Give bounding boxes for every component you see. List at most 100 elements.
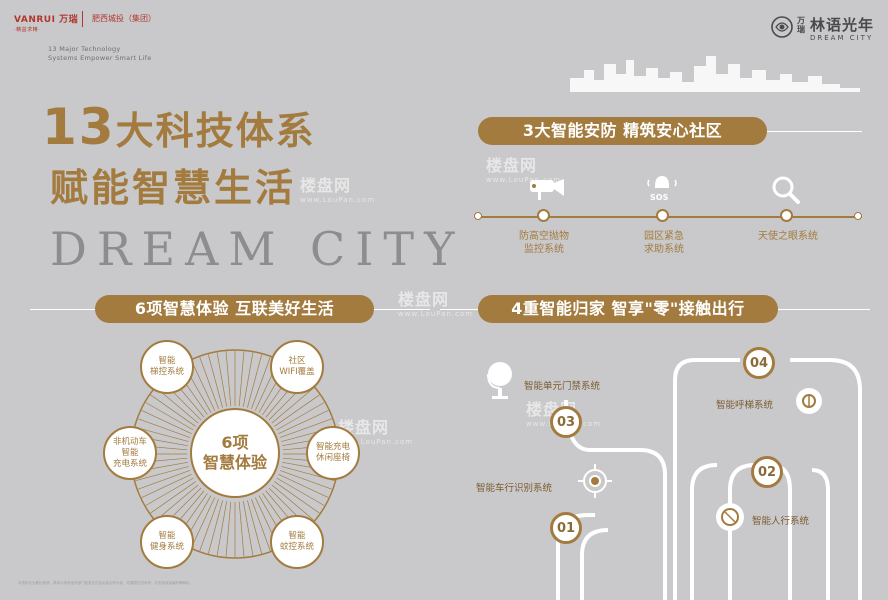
node-line: 蚊控系统 (279, 542, 314, 552)
timeline-endpoint (474, 212, 482, 220)
security-item-label: 园区紧急 求助系统 (626, 230, 702, 256)
sunburst-ray (251, 498, 271, 551)
hero-title-number: 13 (42, 98, 116, 156)
sunburst-ray (271, 387, 315, 424)
node-line: 健身系统 (149, 542, 184, 552)
sunburst-ray (276, 477, 325, 506)
node-line: 非机动车 (112, 436, 147, 447)
experience-heading: 6项智慧体验 互联美好生活 (95, 295, 374, 323)
sunburst-ray (145, 477, 194, 506)
partner-logo: 肥西城投（集团） (92, 14, 156, 23)
sunburst-ray (247, 354, 262, 408)
sunburst-ray (150, 481, 196, 514)
sunburst-ray (208, 500, 223, 554)
node-line: 社区 (288, 356, 306, 366)
sunburst-ray (216, 501, 228, 556)
node-line: 梯控系统 (149, 367, 184, 377)
sunburst-ray (238, 351, 245, 407)
face-scan-icon (716, 503, 744, 531)
sunburst-ray (247, 500, 262, 554)
city-skyline-icon (570, 56, 860, 92)
tagline-line-1: 13 Major Technology (48, 45, 121, 53)
sunburst-ray (155, 484, 199, 521)
project-name: 林语光年 (810, 16, 875, 34)
sunburst-ray (238, 501, 245, 557)
node-line: 充电系统 (112, 458, 147, 469)
experience-center: 6项智慧体验 (190, 408, 280, 498)
sunburst-ray (141, 473, 192, 498)
node-line: 智能充电 (315, 442, 350, 452)
sunburst-ray (216, 352, 228, 407)
sunburst-ray (225, 501, 232, 557)
watermark-sub: www.LouPan.com (300, 196, 376, 204)
footer-disclaimer: 本资料仅为要约邀请，具体以政府相关部门批准文件及买卖合同为准，效果图仅供参考，开… (18, 581, 193, 585)
sunburst-rays (132, 351, 338, 557)
sunburst-ray (191, 360, 216, 411)
sunburst-ray (271, 484, 315, 521)
experience-node: 智能梯控系统 (140, 340, 194, 394)
logo-divider (82, 11, 83, 27)
center-line: 智慧体验 (202, 453, 267, 472)
tagline-line-2: Systems Empower Smart Life (48, 54, 152, 62)
step-node-01: 01 (550, 512, 582, 544)
watermark-text: 楼盘网 (398, 290, 450, 309)
step-label: 智能车行识别系统 (476, 483, 553, 494)
step-label: 智能单元门禁系统 (524, 381, 601, 392)
sunburst-ray (199, 498, 219, 551)
timeline-dot (656, 209, 669, 222)
watermark-sub: www.LouPan.com (486, 176, 562, 184)
step-node-04: 04 (743, 347, 775, 379)
experience-node: 非机动车智能充电系统 (103, 426, 157, 480)
sunburst-ray (278, 410, 329, 435)
node-line: 智能 (158, 531, 176, 541)
hero-subtitle: 赋能智慧生活 (50, 166, 297, 210)
security-timeline (478, 216, 862, 218)
watermark-text: 楼盘网 (300, 176, 352, 195)
sunburst-ray (278, 473, 329, 498)
node-line: 智能 (121, 447, 139, 458)
watermark-sub: www.LouPan.com (338, 438, 414, 446)
sunburst-ray (135, 466, 189, 481)
sunburst-ray (150, 394, 196, 427)
step-node-03: 03 (550, 406, 582, 438)
security-item-label-line: 求助系统 (644, 244, 684, 255)
step-node-02: 02 (751, 456, 783, 488)
timeline-dot (780, 209, 793, 222)
sunburst-ray (141, 410, 192, 435)
sunburst-ray (145, 402, 194, 431)
sunburst-ray (208, 354, 223, 408)
security-item-label-line: 天使之眼系统 (758, 231, 818, 242)
sos-alarm-icon (647, 176, 677, 188)
developer-logo-sub: ·精益求精· (14, 27, 41, 33)
timeline-endpoint (854, 212, 862, 220)
sunburst-ray (191, 497, 216, 548)
sunburst-ray (138, 470, 191, 490)
elevator-call-icon (796, 388, 822, 414)
sunburst-ray (251, 357, 271, 410)
sunburst-ray (242, 352, 254, 407)
step-label: 智能人行系统 (752, 516, 810, 527)
watermark-sub: www.LouPan.com (398, 310, 474, 318)
node-line: 智能 (288, 531, 306, 541)
security-item-label: 防高空抛物 监控系统 (506, 230, 582, 256)
security-heading: 3大智能安防 精筑安心社区 (478, 117, 767, 145)
node-line: 智能 (158, 356, 176, 366)
node-line: 休闲座椅 (315, 453, 350, 463)
homecoming-heading: 4重智能归家 智享"零"接触出行 (478, 295, 778, 323)
security-item-label-line: 防高空抛物 (519, 231, 569, 242)
security-item-label-line: 监控系统 (524, 244, 564, 255)
security-item-label: 天使之眼系统 (744, 230, 832, 243)
camera-icon (530, 179, 564, 200)
experience-node: 智能健身系统 (140, 515, 194, 569)
experience-node: 智能充电休闲座椅 (306, 426, 360, 480)
sunburst-ray (138, 418, 191, 438)
tagline: 13 Major Technology Systems Empower Smar… (48, 45, 152, 63)
sos-text: SOS (650, 193, 669, 202)
project-mark: 万瑞 (797, 16, 805, 34)
experience-node: 智能蚊控系统 (270, 515, 324, 569)
target-icon (578, 464, 612, 498)
sunburst-ray (199, 357, 219, 410)
